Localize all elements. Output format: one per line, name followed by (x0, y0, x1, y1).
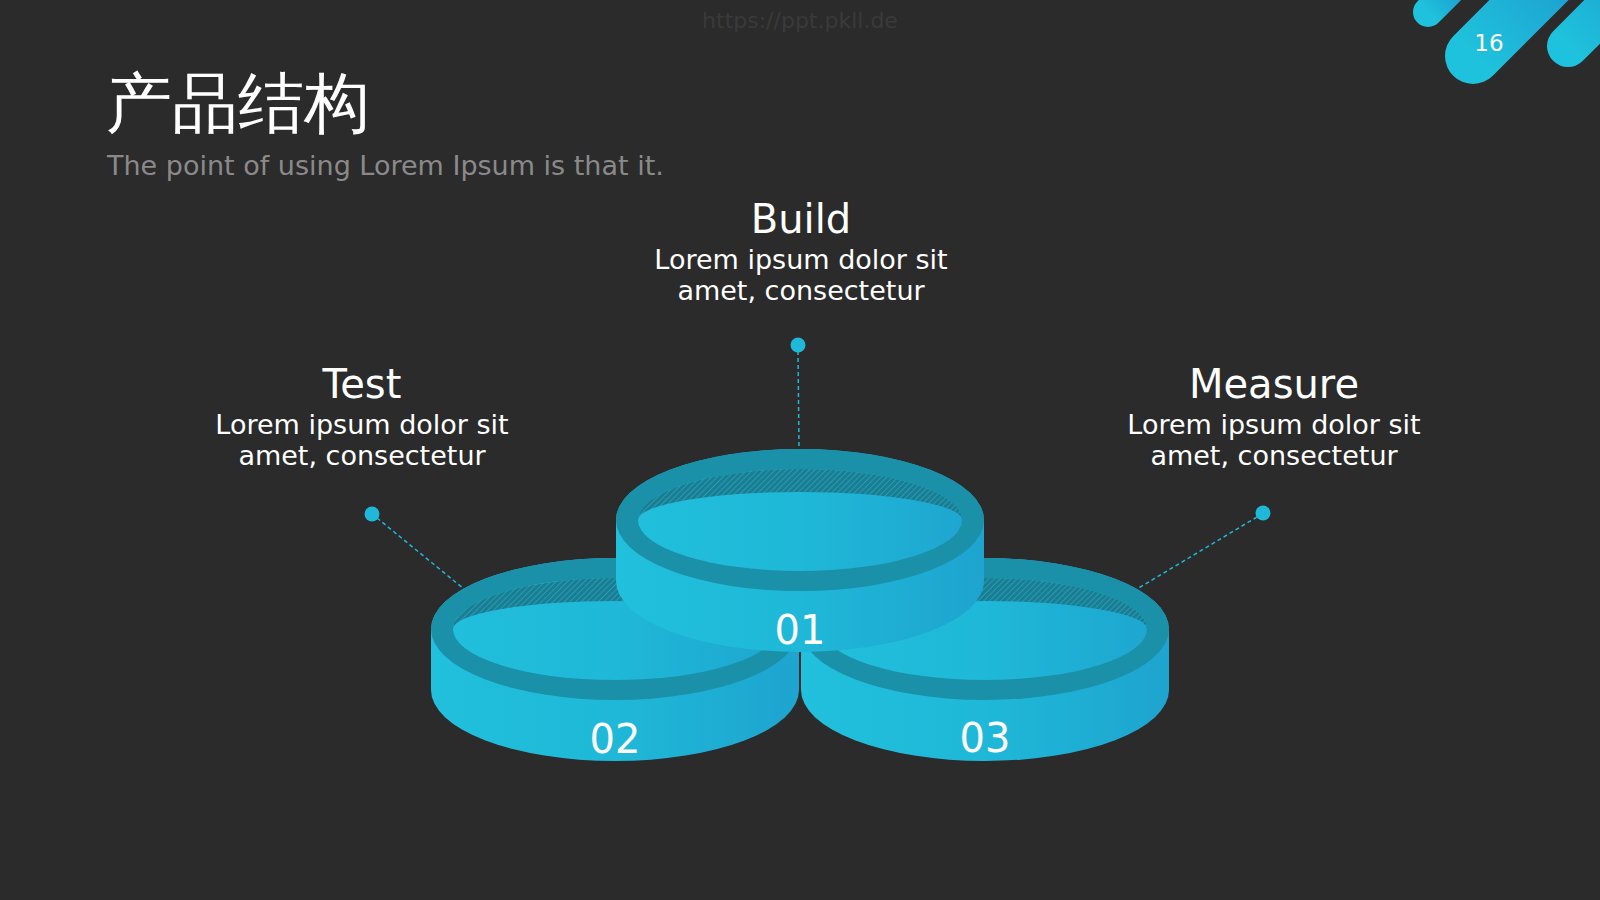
corner-bar (1568, 0, 1600, 46)
leader-line (377, 518, 464, 589)
corner-decoration (1428, 0, 1600, 56)
ring-number-box: 02 (590, 716, 641, 762)
callout-heading: Measure (1189, 361, 1359, 407)
watermark: https://ppt.pkll.de (702, 8, 898, 33)
ring-number: 02 (590, 716, 641, 762)
leader-dot (365, 507, 380, 522)
leader-dot (791, 338, 806, 353)
callout-heading: Build (751, 196, 851, 242)
leader-lines (377, 351, 1257, 589)
slide-title: 产品结构 (106, 66, 370, 142)
rings (431, 449, 1169, 761)
ring-number: 01 (775, 607, 826, 653)
callout-heading: Test (323, 361, 402, 407)
ring-number-box: 01 (775, 607, 826, 653)
leader-line (798, 351, 799, 447)
leader-dot (1256, 506, 1271, 521)
subtitle: The point of using Lorem Ipsum is that i… (107, 150, 664, 181)
ring-number-box: 03 (960, 715, 1011, 761)
corner-bar (1428, 0, 1452, 12)
leader-line (1137, 517, 1257, 589)
ring-number: 03 (960, 715, 1011, 761)
corner-bar (1473, 0, 1560, 56)
callout-body: Lorem ipsum dolor sit amet, consectetur (631, 244, 971, 306)
callout-body: Lorem ipsum dolor sit amet, consectetur (1104, 409, 1444, 471)
ring-inner-wall (638, 469, 962, 520)
callout-body: Lorem ipsum dolor sit amet, consectetur (192, 409, 532, 471)
page-number: 16 (1474, 30, 1503, 56)
ring-top (616, 449, 984, 591)
